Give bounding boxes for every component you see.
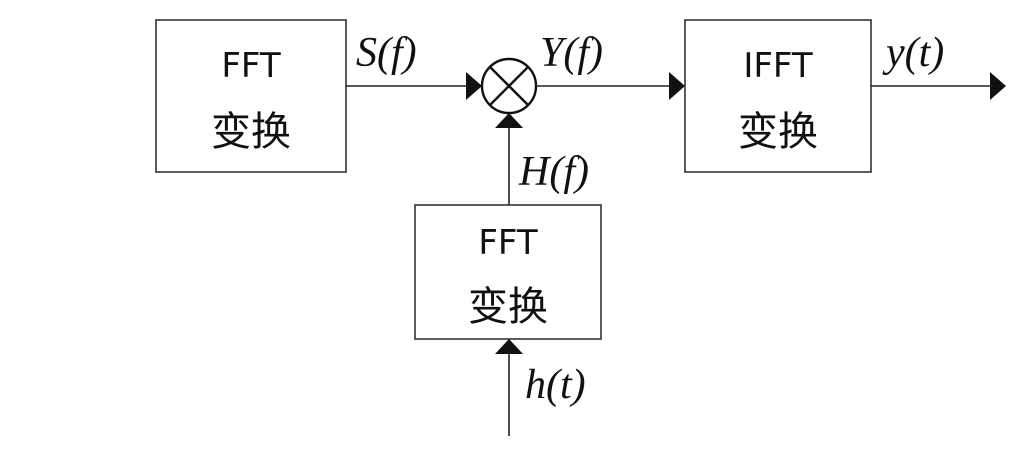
- fft-block-top-line1: FFT: [221, 46, 281, 86]
- fft-block-bottom-line1: FFT: [478, 223, 538, 263]
- signal-label-y-f: Y(f): [540, 30, 603, 76]
- fft-block-top: FFT 变换: [155, 19, 347, 173]
- ifft-block-line2: 变换: [738, 109, 818, 155]
- arrowhead-into-multiplier-bottom: [495, 113, 523, 128]
- signal-label-h-t: h(t): [525, 362, 586, 408]
- arrowhead-into-multiplier-left: [466, 72, 482, 100]
- fft-block-bottom-line2: 变换: [468, 284, 548, 330]
- arrowhead-output: [990, 72, 1006, 100]
- arrowhead-into-ifft: [669, 72, 685, 100]
- arrowhead-into-fft-bottom: [495, 339, 523, 354]
- signal-label-s-f: S(f): [356, 30, 417, 76]
- ifft-block-line1: IFFT: [743, 46, 813, 86]
- multiply-circle-icon: [480, 57, 538, 115]
- fft-block-bottom: FFT 变换: [414, 204, 602, 340]
- ifft-block: IFFT 变换: [684, 19, 872, 173]
- signal-label-y-t: y(t): [882, 30, 944, 76]
- fft-block-top-line2: 变换: [211, 109, 291, 155]
- signal-label-h-f: H(f): [518, 149, 589, 195]
